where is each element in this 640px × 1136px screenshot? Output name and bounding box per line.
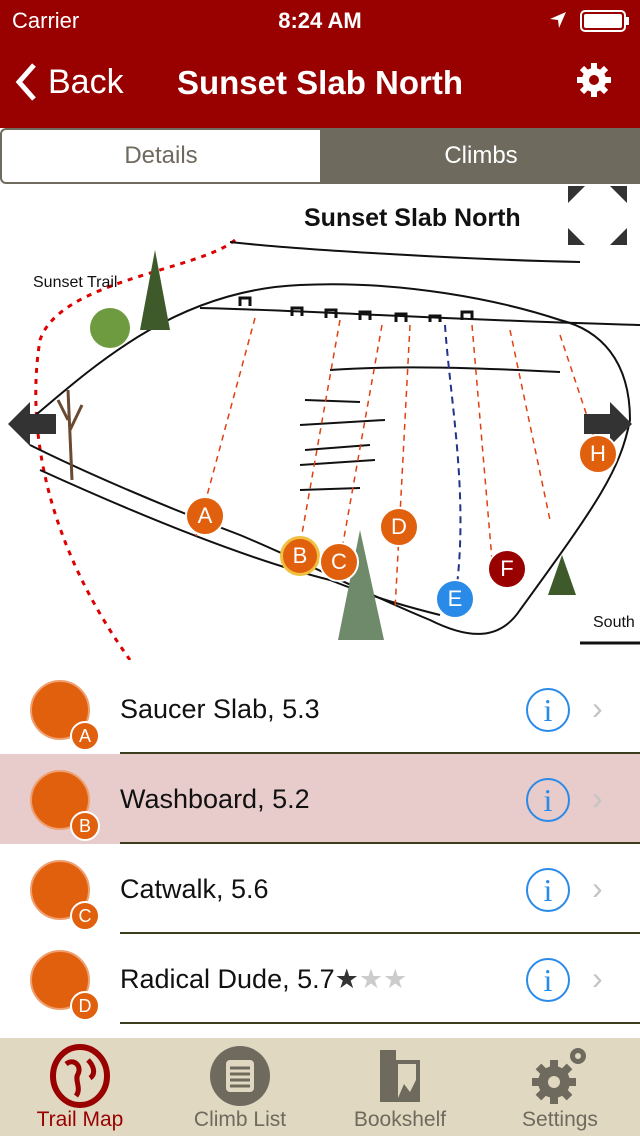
globe-icon	[50, 1044, 110, 1108]
battery-icon	[580, 10, 629, 32]
arrow-right-icon[interactable]	[584, 402, 632, 446]
info-button[interactable]: i	[526, 688, 570, 732]
climb-name: Washboard, 5.2	[120, 784, 310, 814]
tab-label: Trail Map	[36, 1108, 124, 1131]
list-icon	[210, 1046, 270, 1106]
map-drawing	[8, 186, 640, 660]
trail-path	[34, 238, 236, 660]
star-empty: ★★	[358, 964, 408, 994]
tab-label: Climb List	[193, 1108, 287, 1131]
bare-tree-icon	[56, 389, 84, 481]
info-button[interactable]: i	[526, 778, 570, 822]
tab-climb-list[interactable]: Climb List	[160, 1038, 320, 1136]
list-item[interactable]: A Saucer Slab, 5.3 i ›	[0, 664, 640, 754]
trail-label: Sunset Trail	[33, 274, 118, 291]
tab-settings[interactable]: Settings	[480, 1038, 640, 1136]
chevron-right-icon: ›	[592, 690, 603, 726]
climb-badge: C	[70, 901, 100, 931]
tab-details[interactable]: Details	[0, 128, 322, 184]
list-item[interactable]: B Washboard, 5.2 i ›	[0, 754, 640, 844]
climb-name: Saucer Slab, 5.3	[120, 694, 320, 724]
climb-marker-h[interactable]: H	[578, 434, 618, 474]
info-button[interactable]: i	[526, 868, 570, 912]
tab-label: Settings	[522, 1108, 598, 1131]
climb-list: A Saucer Slab, 5.3 i › B Washboard, 5.2 i…	[0, 664, 640, 1024]
tree-icon	[338, 530, 384, 640]
status-bar: Carrier 8:24 AM	[0, 0, 640, 40]
map-title: Sunset Slab North	[304, 204, 521, 232]
climb-name: Catwalk, 5.6	[120, 874, 269, 904]
chevron-right-icon: ›	[592, 960, 603, 996]
tree-icon	[140, 250, 170, 330]
climb-badge: A	[70, 721, 100, 751]
climb-name-row: Radical Dude, 5.7★★★	[120, 964, 407, 995]
tab-trail-map[interactable]: Trail Map	[0, 1038, 160, 1136]
climb-marker-d[interactable]: D	[379, 507, 419, 547]
expand-icon[interactable]	[568, 186, 627, 245]
chevron-left-icon	[15, 63, 36, 101]
carrier: Carrier	[12, 8, 80, 33]
tab-bookshelf[interactable]: Bookshelf	[320, 1038, 480, 1136]
climb-marker-b[interactable]: B	[280, 536, 320, 576]
clock: 8:24 AM	[278, 8, 362, 33]
page-title: Sunset Slab North	[176, 64, 464, 101]
climb-badge: D	[70, 991, 100, 1021]
tab-label: Bookshelf	[353, 1108, 447, 1131]
direction-label: South	[593, 614, 635, 631]
climb-name: Radical Dude, 5.7	[120, 964, 335, 994]
tab-bar: Trail Map Climb List Bookshelf Settings	[0, 1038, 640, 1136]
gear-icon[interactable]	[576, 62, 612, 98]
nav-bar: Back Sunset Slab North	[0, 40, 640, 128]
gears-icon	[532, 1048, 586, 1104]
list-item[interactable]: D Radical Dude, 5.7★★★ i›	[0, 934, 640, 1024]
climb-marker-f[interactable]: F	[487, 549, 527, 589]
star-filled: ★	[334, 964, 359, 994]
chevron-right-icon: ›	[592, 780, 603, 816]
header: Carrier 8:24 AM Back Sunset Slab North	[0, 0, 640, 128]
back-label: Back	[48, 62, 124, 101]
info-button[interactable]: i	[526, 958, 570, 1002]
climb-badge: B	[70, 811, 100, 841]
climb-marker-a[interactable]: A	[185, 496, 225, 536]
star-rating: ★★★	[335, 964, 408, 994]
climb-marker-e[interactable]: E	[435, 579, 475, 619]
location-icon	[550, 12, 566, 28]
arrow-left-icon[interactable]	[8, 402, 56, 446]
tab-climbs[interactable]: Climbs	[322, 128, 640, 184]
books-icon	[380, 1050, 420, 1102]
back-button[interactable]: Back	[14, 62, 124, 102]
climb-marker-c[interactable]: C	[319, 542, 359, 582]
segmented-control: Details Climbs	[0, 128, 640, 184]
chain-anchor-icon	[30, 860, 90, 920]
list-item[interactable]: C Catwalk, 5.6 i ›	[0, 844, 640, 934]
chevron-right-icon: ›	[592, 870, 603, 906]
tree-icon	[548, 555, 576, 595]
tree-icon	[90, 308, 130, 348]
